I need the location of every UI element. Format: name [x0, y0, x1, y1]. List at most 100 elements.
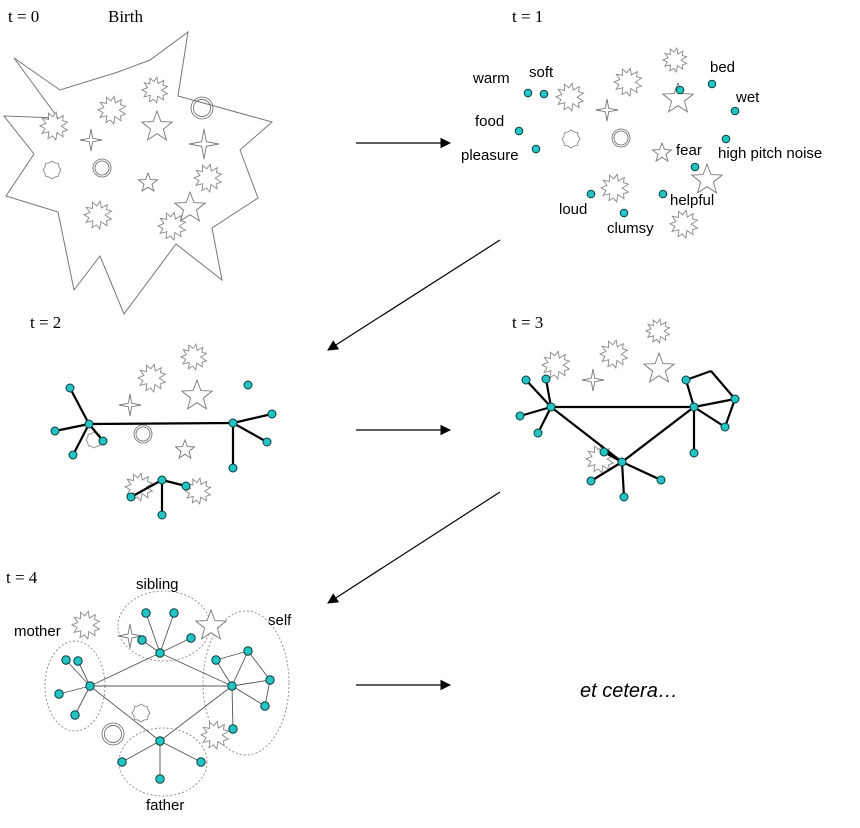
burst-shape: [668, 209, 699, 239]
self-group-ellipse: [202, 610, 290, 756]
sparkle-shape: [79, 128, 103, 152]
network-edge: [710, 370, 736, 400]
network-node: [181, 481, 191, 491]
network-node: [50, 426, 60, 436]
network-node: [521, 375, 531, 385]
network-node: [85, 681, 95, 691]
network-edge: [215, 650, 249, 661]
network-edge: [525, 379, 552, 408]
network-node: [531, 144, 541, 154]
panel-t0: t = 0 Birth: [2, 7, 274, 316]
sparkle-shape: [118, 393, 142, 417]
word-high-pitch-noise: high pitch noise: [718, 145, 822, 162]
network-edge: [58, 685, 91, 695]
network-node: [68, 450, 78, 460]
network-node: [65, 383, 75, 393]
network-edge: [89, 685, 161, 742]
network-node: [243, 646, 253, 656]
network-edge: [723, 398, 737, 428]
blob-shape: [131, 703, 151, 723]
sparkle-shape: [117, 623, 143, 649]
group-label-father: father: [146, 797, 184, 814]
network-node: [137, 635, 147, 645]
ring-shape: [94, 160, 110, 176]
sparkle-shape: [581, 368, 605, 392]
network-node: [228, 724, 238, 734]
network-node: [541, 374, 551, 384]
panel-t2-label: t = 2: [30, 313, 61, 332]
burst-shape: [540, 350, 571, 380]
network-node: [228, 463, 238, 473]
network-node: [61, 655, 71, 665]
burst-shape: [82, 200, 113, 230]
network-node: [228, 418, 238, 428]
network-edge: [684, 379, 696, 408]
network-node: [267, 409, 277, 419]
network-node: [73, 656, 83, 666]
network-node: [227, 681, 237, 691]
arrow-t1-to-t2: [327, 239, 501, 351]
panel-t0-label: t = 0: [8, 7, 39, 26]
network-edge: [231, 650, 249, 687]
sparkle-shape: [595, 98, 619, 122]
burst-shape: [612, 67, 643, 97]
network-node: [126, 492, 136, 502]
network-edge: [247, 650, 271, 681]
word-fear: fear: [676, 142, 702, 159]
network-edge: [72, 423, 90, 456]
time-arrows: [327, 137, 501, 691]
ring-shape: [101, 722, 125, 746]
network-edge: [590, 461, 623, 482]
word-bed: bed: [710, 59, 735, 76]
network-node: [196, 757, 206, 767]
star-shape: [642, 351, 676, 383]
network-node: [262, 437, 272, 447]
network-node: [117, 757, 127, 767]
network-edge: [693, 397, 736, 409]
network-node: [619, 208, 629, 218]
birth-title: Birth: [108, 7, 143, 26]
burst-shape: [123, 472, 154, 502]
ring-shape: [133, 424, 153, 444]
network-edge: [621, 461, 662, 481]
burst-shape: [70, 610, 101, 640]
network-node: [211, 655, 221, 665]
network-edge: [88, 421, 234, 426]
panel-t3: t = 3: [512, 313, 740, 502]
network-edge: [232, 412, 273, 425]
ring-shape: [613, 130, 629, 146]
sibling-group-ellipse: [117, 590, 211, 662]
network-node: [515, 411, 525, 421]
network-node: [689, 448, 699, 458]
burst-shape: [179, 343, 208, 371]
network-edge: [121, 740, 161, 763]
network-node: [675, 85, 685, 95]
network-edge: [231, 685, 234, 730]
network-node: [658, 189, 668, 199]
network-edge: [544, 378, 553, 408]
group-label-self: self: [268, 612, 292, 629]
network-edge: [537, 406, 552, 434]
star-shape: [690, 162, 724, 194]
network-edge: [69, 387, 90, 425]
network-node: [546, 402, 556, 412]
ring-shape: [135, 426, 151, 442]
burst-shape: [199, 720, 230, 750]
network-edge: [232, 422, 268, 443]
network-node: [157, 510, 167, 520]
network-node: [586, 476, 596, 486]
network-node: [84, 419, 94, 429]
sparkle-shape: [188, 128, 220, 160]
burst-shape: [156, 211, 187, 241]
network-edge: [621, 406, 695, 463]
father-group-ellipse: [118, 727, 208, 797]
ring-shape: [611, 128, 631, 148]
word-soft: soft: [529, 64, 554, 81]
group-label-sibling: sibling: [136, 576, 179, 593]
network-node: [730, 106, 740, 116]
network-node: [586, 189, 596, 199]
network-node: [619, 492, 629, 502]
network-node: [265, 675, 275, 685]
panel-t4-label: t = 4: [6, 568, 38, 587]
panel-t1-label: t = 1: [512, 7, 543, 26]
